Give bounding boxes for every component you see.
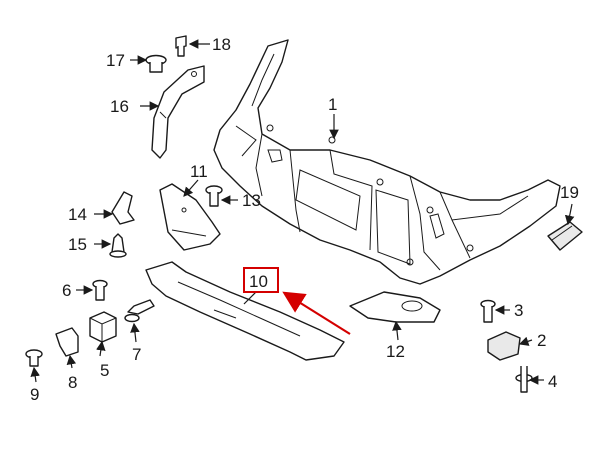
lower-deflector-part-10 [145, 261, 345, 361]
bolt-part-3 [480, 299, 496, 323]
side-bracket-part-16 [151, 65, 205, 159]
bolt-part-13 [205, 185, 223, 207]
callout-12: 12 [386, 342, 405, 361]
bracket-part-19 [547, 221, 583, 251]
bracket-part-2 [487, 331, 521, 361]
callout-9: 9 [30, 385, 39, 404]
callout-2: 2 [537, 331, 546, 350]
callout-14: 14 [68, 205, 87, 224]
push-pin-part-15 [109, 233, 127, 258]
callout-11: 11 [190, 162, 208, 181]
callout-3: 3 [514, 301, 523, 320]
callout-1: 1 [328, 95, 337, 114]
bolt-part-9 [25, 349, 43, 367]
clip-part-14 [111, 191, 135, 225]
bolt-part-18 [175, 35, 187, 57]
bracket-part-8 [55, 327, 79, 357]
callout-19: 19 [560, 183, 579, 202]
callout-6: 6 [62, 281, 71, 300]
highlight-arrow [282, 291, 351, 335]
leader-lines [30, 39, 575, 385]
retainer-part-5 [89, 311, 117, 343]
callout-5: 5 [100, 361, 109, 380]
callout-15: 15 [68, 235, 87, 254]
callout-13: 13 [242, 191, 261, 210]
stud-part-7 [124, 299, 155, 323]
callout-8: 8 [68, 373, 77, 392]
bolt-part-6 [92, 279, 108, 301]
deflector-part-11 [159, 183, 221, 251]
callout-16: 16 [110, 97, 129, 116]
callout-18: 18 [212, 35, 231, 54]
radiator-support-part [213, 39, 561, 285]
push-clip-part-17 [145, 54, 167, 73]
deflector-part-12 [349, 291, 441, 323]
pin-part-4 [515, 366, 533, 393]
callout-17: 17 [106, 51, 125, 70]
callout-10: 10 [249, 272, 268, 291]
callout-labels: 1 2 3 4 5 6 7 8 9 10 11 12 13 14 15 16 1… [30, 35, 579, 404]
callout-4: 4 [548, 372, 557, 391]
highlight-box [243, 267, 279, 293]
callout-7: 7 [132, 345, 141, 364]
